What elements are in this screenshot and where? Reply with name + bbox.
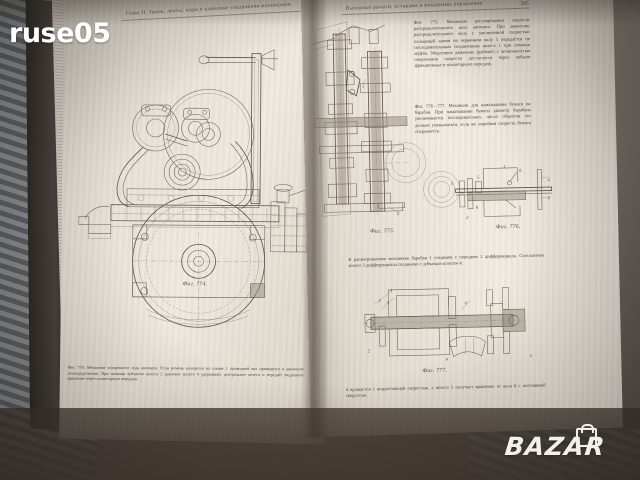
svg-text:5: 5 (477, 175, 480, 180)
svg-text:1: 1 (503, 164, 505, 169)
svg-text:3: 3 (387, 300, 390, 305)
svg-text:1: 1 (362, 84, 364, 89)
watermark-ruse05: ruse05 (9, 18, 111, 49)
svg-text:5: 5 (530, 353, 533, 358)
figure-776-caption: Фиг. 776. (495, 223, 521, 231)
photo-top-shadow (0, 0, 640, 26)
table-shadow-bottom (0, 408, 640, 480)
open-book: Глава II. Замок, ленты, пары и клиновые … (16, 0, 635, 465)
svg-text:6: 6 (465, 300, 468, 305)
svg-text:4: 4 (446, 357, 449, 362)
svg-text:2: 2 (368, 348, 371, 353)
svg-text:3: 3 (450, 181, 453, 186)
figure-775-drawing: 1 2 (311, 17, 426, 221)
svg-text:2: 2 (466, 215, 469, 220)
figure-774-drawing (74, 28, 328, 328)
svg-text:6: 6 (519, 168, 522, 173)
shopping-bag-icon (576, 424, 597, 447)
svg-text:1: 1 (390, 288, 392, 293)
svg-text:2: 2 (397, 211, 400, 216)
svg-text:4: 4 (547, 177, 550, 182)
figure-777-caption: Фиг. 777. (422, 367, 448, 375)
svg-text:6: 6 (476, 205, 479, 210)
figure-777-drawing: 1 5 3 6 2 4 5 (352, 281, 538, 365)
svg-text:2: 2 (548, 195, 551, 200)
right-column-text-2: Фиг. 776—777. Механизм для наматывания б… (414, 101, 532, 134)
left-page-footnote: Фиг. 774. Механизм ускоренного хода авто… (67, 364, 304, 382)
figure-774-caption: Фиг. 774. (182, 281, 208, 288)
figure-775-caption: Фиг. 775. (369, 228, 395, 235)
figure-776-drawing: 3 5 1 6 4 2 2 6 (423, 157, 556, 223)
svg-text:5: 5 (378, 298, 381, 303)
